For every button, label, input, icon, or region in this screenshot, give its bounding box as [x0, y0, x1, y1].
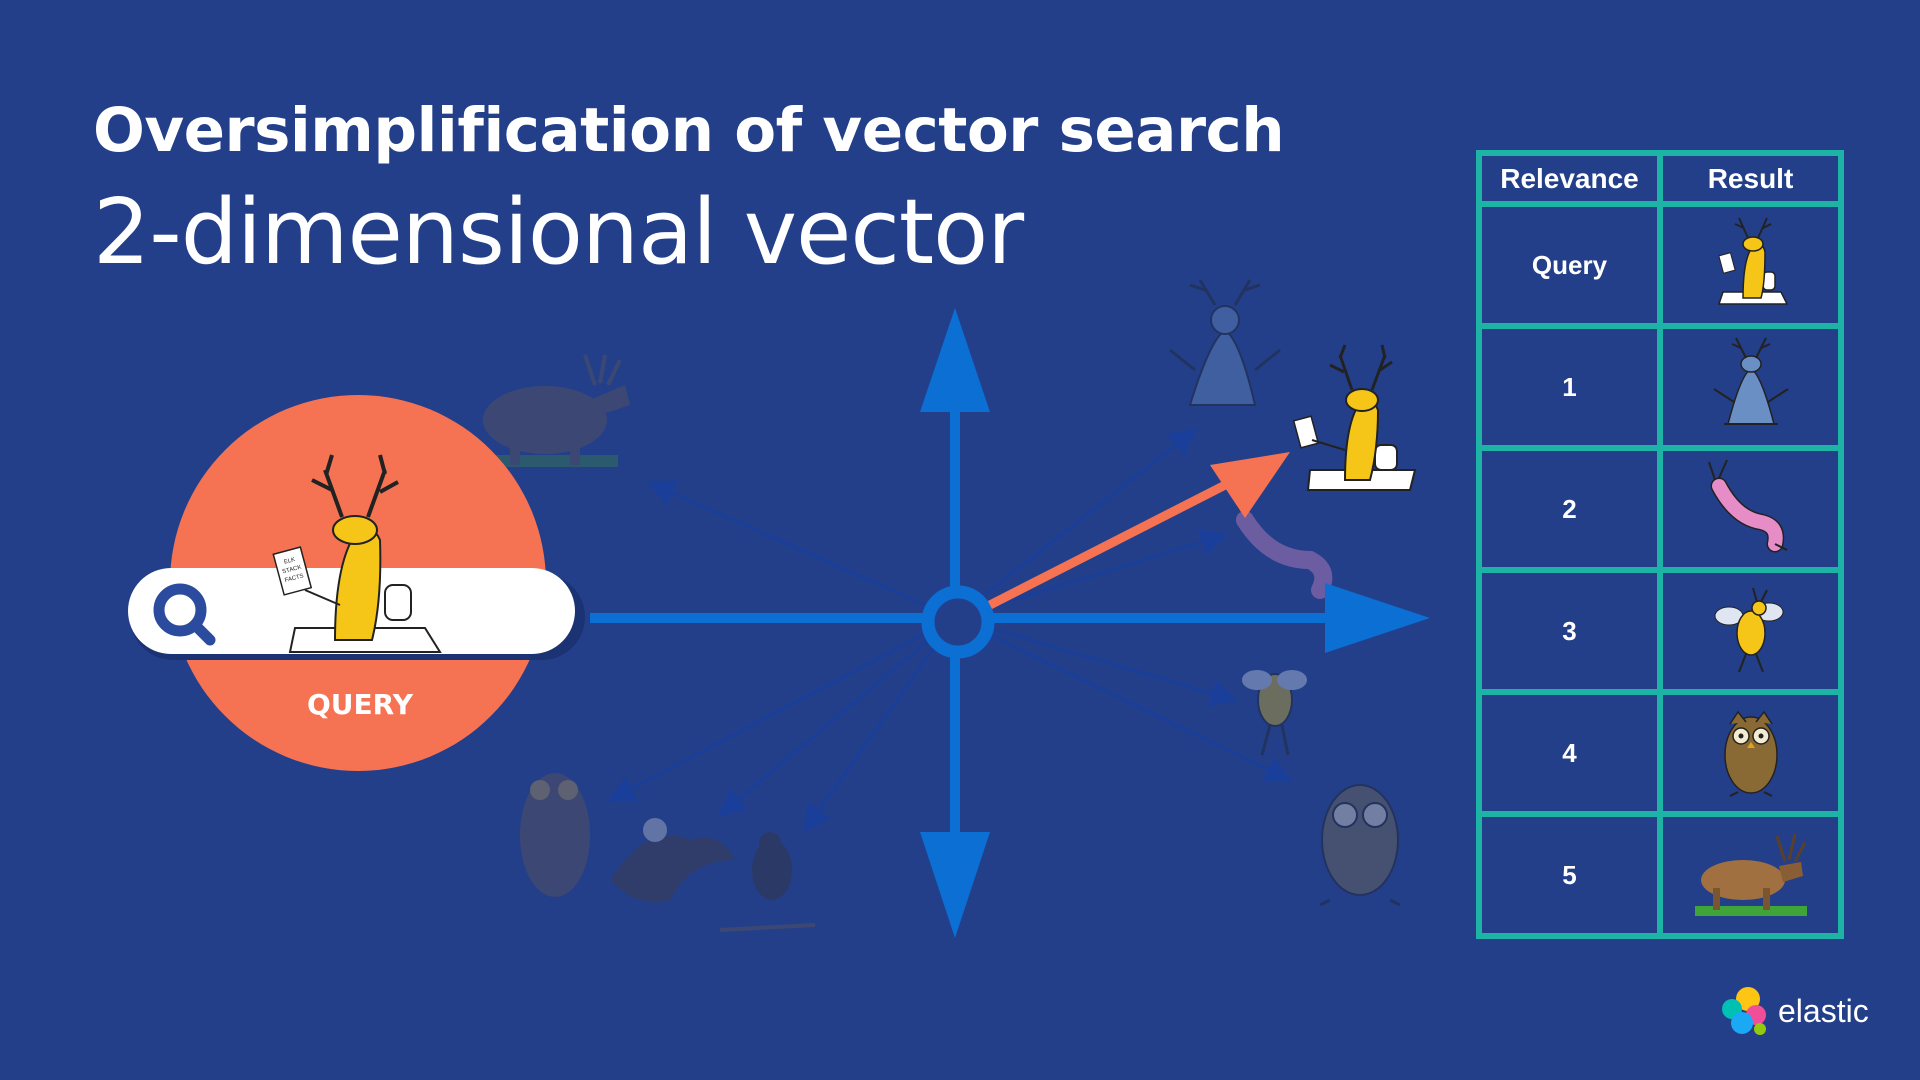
winged-elk-icon	[1714, 587, 1783, 672]
elk-photo-icon	[1694, 833, 1807, 916]
relevance-cell: 4	[1476, 689, 1663, 817]
elastic-logo-text: elastic	[1778, 992, 1869, 1029]
search-icon	[153, 583, 216, 646]
faded-owl-cartoon-icon	[1319, 784, 1401, 907]
relevance-cell: 3	[1476, 567, 1663, 695]
owl-cartoon-icon	[1723, 710, 1778, 797]
faded-bird-photo-icon	[719, 832, 816, 932]
faded-winged-elk-icon	[1242, 670, 1307, 756]
query-vector	[987, 452, 1290, 610]
faded-meditating-elk-icon	[1169, 279, 1281, 406]
result-cell	[1657, 689, 1844, 817]
table-row: 2	[1476, 445, 1844, 573]
slide-subtitle: 2-dimensional vector	[93, 180, 1024, 285]
result-cell	[1657, 811, 1844, 939]
relevance-cell: Query	[1476, 201, 1663, 329]
relevance-cell: 2	[1476, 445, 1663, 573]
elastic-logo: elastic	[1718, 985, 1869, 1037]
sign-text-line-2: STACK	[282, 565, 302, 576]
y-axis-top-arrowhead	[920, 308, 990, 412]
result-cell	[1657, 567, 1844, 695]
table-row: 1	[1476, 323, 1844, 451]
elastic-logo-icon	[1722, 987, 1766, 1035]
x-axis-arrowhead	[1325, 583, 1430, 653]
result-cell	[1657, 323, 1844, 451]
table-header-row: Relevance Result	[1476, 150, 1844, 207]
table-row: 4	[1476, 689, 1844, 817]
table-row: 5	[1476, 811, 1844, 939]
result-cell	[1657, 445, 1844, 573]
header-result: Result	[1657, 150, 1844, 207]
axes	[590, 308, 1430, 938]
results-table: Relevance Result Query	[1476, 150, 1844, 939]
table-row: 3	[1476, 567, 1844, 695]
query-elk-icon: ELK STACK FACTS	[272, 454, 442, 653]
origin-circle	[921, 585, 995, 659]
faded-eagle-photo-icon	[610, 818, 735, 903]
vector-tip-elk-icon	[1292, 344, 1417, 491]
header-relevance: Relevance	[1476, 150, 1663, 207]
faded-elk-photo-icon	[478, 354, 630, 467]
slide-title: Oversimplification of vector search	[93, 95, 1285, 166]
y-axis-bottom-arrowhead	[920, 832, 990, 938]
sign-text-line-3: FACTS	[284, 573, 304, 584]
meditating-elk-icon	[1712, 337, 1789, 425]
result-cell	[1657, 201, 1844, 329]
pink-elk-icon	[1707, 459, 1787, 552]
table-row: Query	[1476, 201, 1844, 329]
faded-owl-photo-icon	[520, 773, 590, 897]
relevance-cell: 1	[1476, 323, 1663, 451]
relevance-cell: 5	[1476, 811, 1663, 939]
query-label: QUERY	[307, 688, 413, 721]
sign-text-line-1: ELK	[283, 557, 296, 566]
query-circle: ELK STACK FACTS	[128, 395, 585, 771]
reading-elk-icon	[1717, 217, 1788, 305]
